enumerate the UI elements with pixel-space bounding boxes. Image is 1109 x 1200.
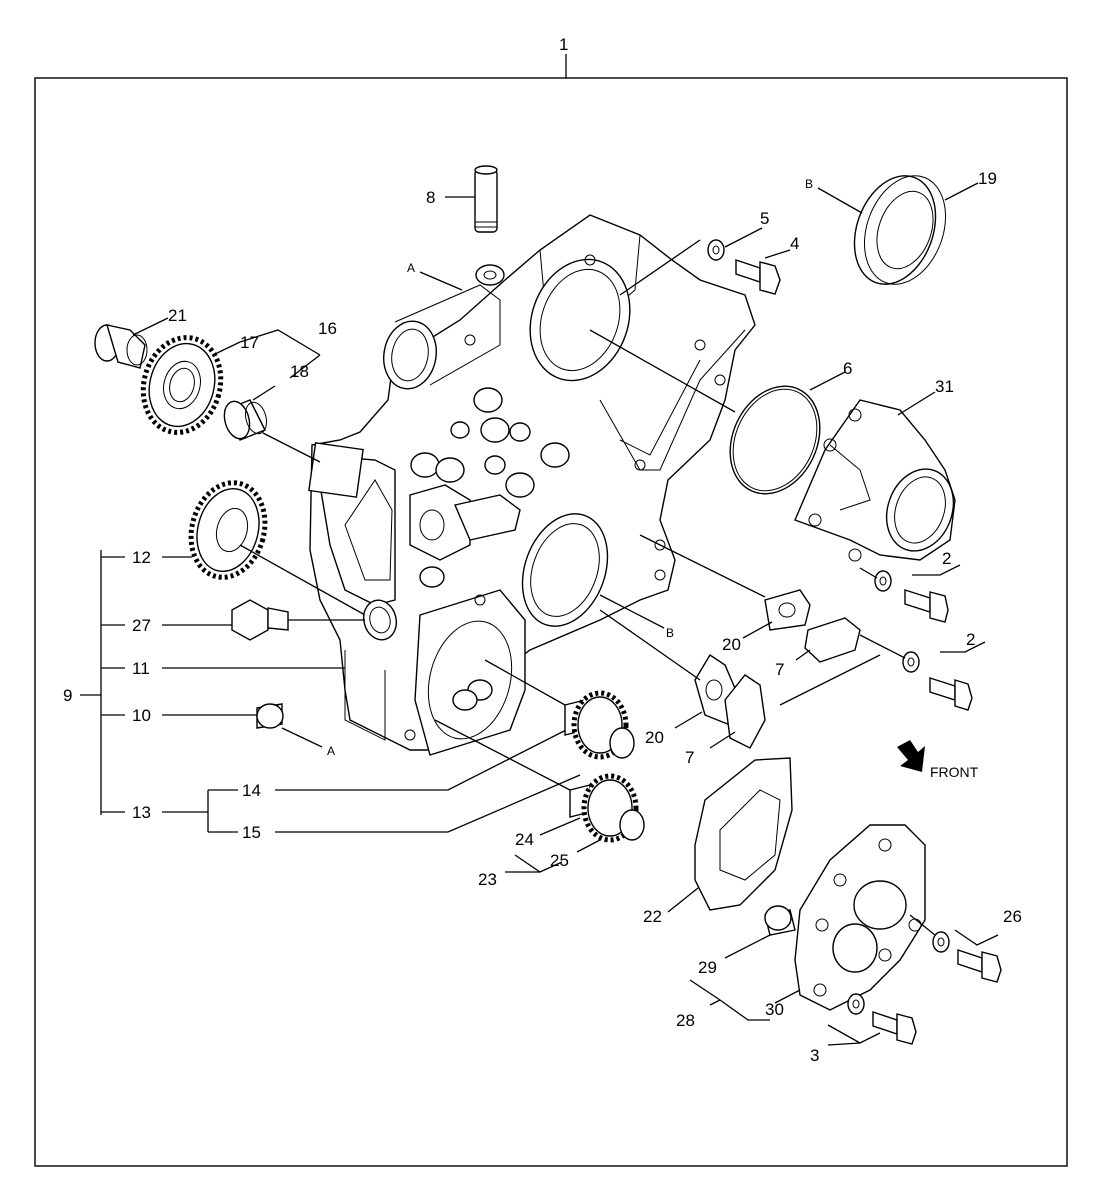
part-2-bolt-right-upper bbox=[874, 570, 949, 623]
callout-6: 6 bbox=[843, 359, 852, 378]
callout-30: 30 bbox=[765, 1000, 784, 1019]
part-24-25-gear-shaft bbox=[569, 773, 645, 843]
callout-20-left: 20 bbox=[645, 728, 664, 747]
callout-17: 17 bbox=[240, 333, 259, 352]
callout-20-right: 20 bbox=[722, 635, 741, 654]
callout-8: 8 bbox=[426, 188, 435, 207]
callout-29: 29 bbox=[698, 958, 717, 977]
part-10-bushing bbox=[256, 703, 284, 729]
front-direction-arrow bbox=[897, 740, 925, 772]
part-4-bolt bbox=[735, 259, 781, 295]
part-27-plug bbox=[231, 599, 289, 641]
callout-2-upper: 2 bbox=[942, 549, 951, 568]
part-20-gasket-right bbox=[764, 589, 811, 631]
gear-case-housing bbox=[308, 214, 756, 756]
callout-11: 11 bbox=[132, 659, 150, 678]
part-18-bushing bbox=[223, 399, 268, 441]
callout-13: 13 bbox=[132, 803, 151, 822]
callout-4: 4 bbox=[790, 234, 799, 253]
callout-23: 23 bbox=[478, 870, 497, 889]
kit-9-bracket bbox=[80, 550, 125, 815]
ref-a-bottom: A bbox=[327, 744, 335, 758]
part-3-bolt bbox=[847, 993, 917, 1045]
callout-27: 27 bbox=[132, 616, 151, 635]
front-label: FRONT bbox=[930, 764, 979, 780]
ref-a-top: A bbox=[407, 261, 415, 275]
callout-3: 3 bbox=[810, 1046, 819, 1065]
callout-25: 25 bbox=[550, 851, 569, 870]
callout-18: 18 bbox=[290, 362, 309, 381]
callout-1: 1 bbox=[559, 35, 568, 54]
part-2-bolt-right-lower bbox=[902, 651, 973, 711]
callout-12: 12 bbox=[132, 548, 151, 567]
callout-31: 31 bbox=[935, 377, 954, 396]
part-8-dowel-pin bbox=[474, 165, 498, 233]
callout-24: 24 bbox=[515, 830, 534, 849]
callout-10: 10 bbox=[132, 706, 151, 725]
part-19-oil-seal bbox=[853, 175, 947, 285]
part-14-gear-shaft bbox=[564, 690, 635, 760]
part-26-bolt bbox=[932, 931, 1002, 983]
callout-15: 15 bbox=[242, 823, 261, 842]
part-5-washer bbox=[707, 239, 725, 261]
callout-22: 22 bbox=[643, 907, 662, 926]
part-7-cover-left bbox=[724, 674, 766, 749]
part-21-plug bbox=[94, 324, 148, 369]
callout-2-lower: 2 bbox=[966, 630, 975, 649]
part-29-bushing bbox=[764, 905, 796, 936]
part-17-idler-gear-upper bbox=[140, 335, 224, 435]
part-30-oil-pump-body bbox=[794, 824, 926, 1011]
part-22-gasket bbox=[694, 757, 793, 911]
ref-b-bore: B bbox=[666, 626, 674, 640]
callout-14: 14 bbox=[242, 781, 261, 800]
part-6-o-ring bbox=[729, 385, 821, 495]
callout-26: 26 bbox=[1003, 907, 1022, 926]
callout-5: 5 bbox=[760, 209, 769, 228]
diagram-frame bbox=[34, 77, 1068, 1167]
callout-7-right: 7 bbox=[775, 660, 784, 679]
part-7-cover-right bbox=[804, 617, 861, 663]
part-12-idler-gear-lower bbox=[188, 480, 268, 580]
callout-21: 21 bbox=[168, 306, 187, 325]
callout-16: 16 bbox=[318, 319, 337, 338]
callout-19: 19 bbox=[978, 169, 997, 188]
ref-b-top: B bbox=[805, 177, 813, 191]
part-31-pump-housing bbox=[794, 399, 956, 562]
callout-9: 9 bbox=[63, 686, 72, 705]
callout-28: 28 bbox=[676, 1011, 695, 1030]
callout-7-left: 7 bbox=[685, 748, 694, 767]
